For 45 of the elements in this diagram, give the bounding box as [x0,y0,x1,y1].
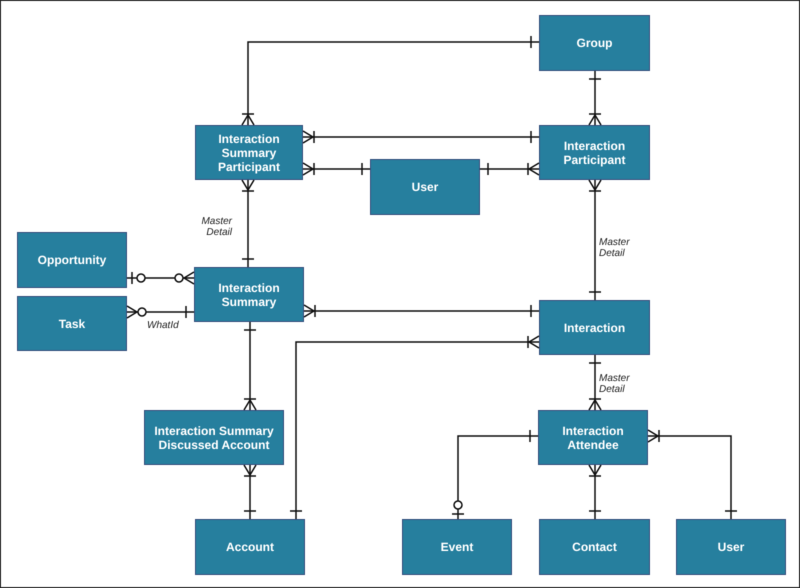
relationship-line [451,429,538,519]
relationship-line [588,355,602,411]
relationship-line [588,179,602,300]
relationship-line [126,305,194,319]
entity-box [17,232,127,288]
relationship-line [588,464,602,519]
relationship-line [303,304,539,318]
relationship-line [241,35,539,126]
entity-name: Task [58,316,86,330]
entity-box [144,410,284,465]
entity-box [370,159,480,215]
relationship-line [302,130,539,144]
entity-name: Interaction Summary [217,280,281,308]
relationship-line [241,179,255,267]
entity-name: Opportunity [36,253,108,267]
relationship-line [289,335,540,519]
entity-name: Interaction Summary Discussed Account [153,424,275,452]
entity-name: Interaction Summary Participant [216,132,281,174]
entity-box [539,15,650,71]
entity-box [538,410,648,465]
entity-box [539,125,650,180]
entity-box [194,267,304,322]
entity-name: Interaction Participant [562,138,626,166]
relationship-line [243,322,257,411]
entity-name: User [410,180,440,194]
relationship-line [588,71,602,126]
entity-box [195,519,305,575]
relationship-line [480,162,540,176]
entity-box [539,519,650,575]
relationship-line [243,464,257,519]
entity-name: Account [225,540,275,554]
entity-name: Contact [571,540,618,554]
entity-box [195,125,303,180]
entity-box [402,519,512,575]
entity-name: Group [576,36,614,50]
entity-name: Event [440,540,474,554]
relationship-line [647,429,738,519]
entity-name: Interaction Attendee [561,424,625,452]
entity-name: User [716,540,746,554]
entity-box [539,300,650,355]
relationship-line [127,271,195,285]
entity-box [17,296,127,351]
relationship-line [302,162,370,176]
entity-box [676,519,786,575]
entity-name: Interaction [562,320,626,334]
